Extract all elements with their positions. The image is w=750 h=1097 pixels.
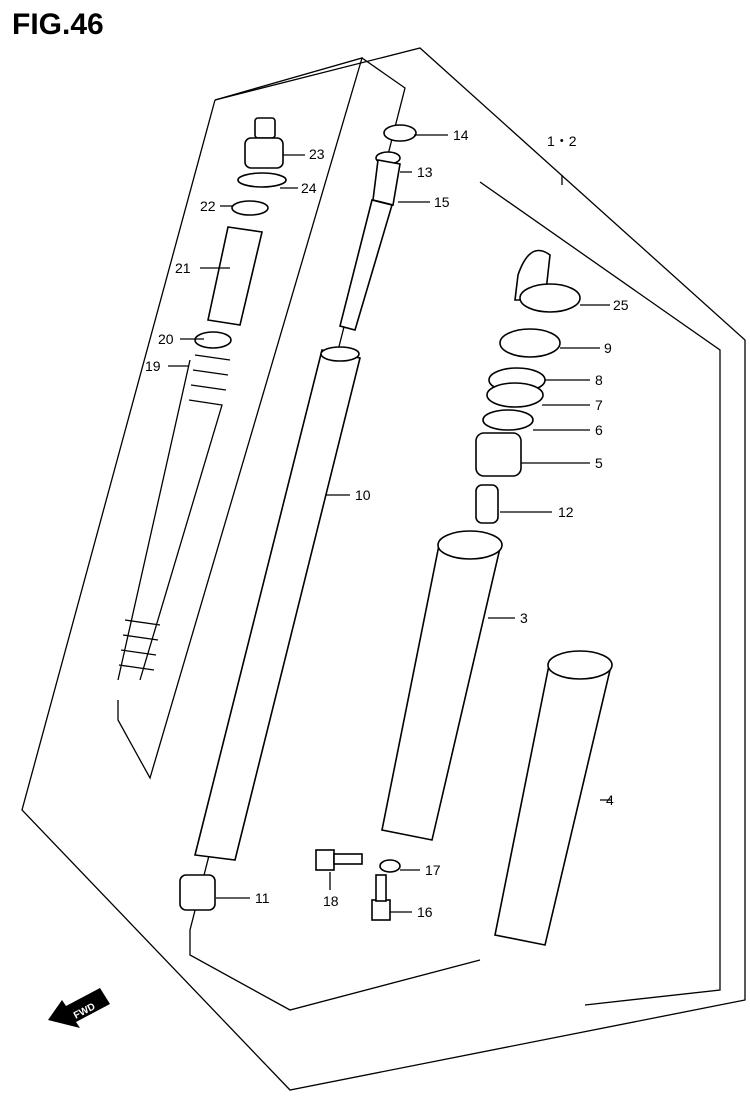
part-10-top	[320, 346, 360, 362]
part-7-oil-seal	[486, 382, 544, 408]
part-label[interactable]: 16	[417, 904, 433, 920]
part-label[interactable]: 4	[606, 792, 614, 808]
panel-tube-group	[479, 181, 721, 1006]
assembly-boundary	[21, 47, 746, 1091]
part-3-top	[437, 530, 503, 560]
part-18-bolt	[315, 849, 363, 871]
part-label[interactable]: 18	[323, 893, 339, 909]
panel-damper-group	[189, 57, 481, 1011]
part-12-piece	[475, 484, 499, 524]
part-label[interactable]: 17	[425, 862, 441, 878]
part-19-spring	[117, 354, 231, 681]
panel-spring-group	[117, 57, 363, 780]
part-17-washer	[379, 859, 401, 873]
leader-lines	[168, 134, 612, 913]
part-14-ring	[383, 124, 417, 142]
part-13-15-damper-rod	[339, 151, 401, 331]
part-label[interactable]: 3	[520, 610, 528, 626]
part-label[interactable]: 19	[145, 358, 161, 374]
part-label[interactable]: 15	[434, 194, 450, 210]
part-label[interactable]: 6	[595, 422, 603, 438]
part-label[interactable]: 14	[453, 127, 469, 143]
assembly-label: 1・2	[547, 133, 577, 149]
part-label[interactable]: 23	[309, 146, 325, 162]
part-label[interactable]: 7	[595, 397, 603, 413]
part-label[interactable]: 11	[255, 890, 270, 906]
part-5-bushing	[475, 432, 522, 477]
figure-title: FIG.46	[12, 8, 104, 41]
part-23-adjuster	[237, 117, 287, 188]
part-11-bushing	[179, 874, 216, 911]
part-label[interactable]: 20	[158, 331, 174, 347]
part-label[interactable]: 5	[595, 455, 603, 471]
part-20-washer	[194, 331, 232, 349]
part-label[interactable]: 25	[613, 297, 629, 313]
part-label[interactable]: 12	[558, 504, 574, 520]
part-6-washer	[482, 409, 534, 431]
part-label[interactable]: 21	[175, 260, 191, 276]
part-label[interactable]: 24	[301, 180, 317, 196]
part-label[interactable]: 9	[604, 340, 612, 356]
part-22-washer	[231, 200, 269, 216]
part-label[interactable]: 13	[417, 164, 433, 180]
part-4-top	[547, 650, 613, 680]
part-label[interactable]: 8	[595, 372, 603, 388]
part-9-seal	[499, 328, 561, 358]
part-21-spacer	[207, 226, 263, 326]
part-label[interactable]: 22	[200, 198, 216, 214]
part-25-ring	[519, 283, 581, 313]
part-16-bolt	[371, 874, 391, 921]
part-label[interactable]: 10	[355, 487, 371, 503]
